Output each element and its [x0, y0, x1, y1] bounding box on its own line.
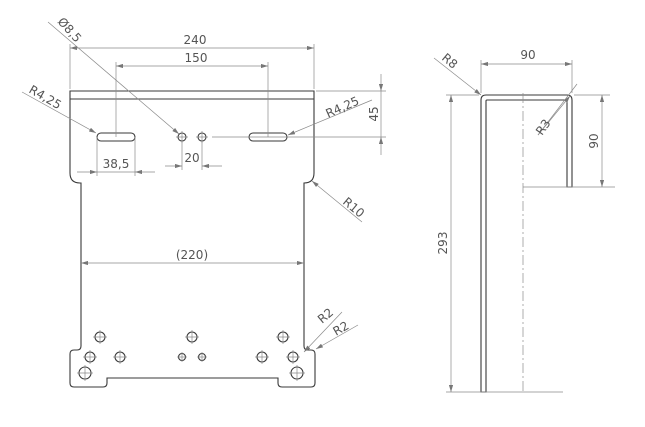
dim-slot-radius-right: R4,25 [324, 94, 362, 121]
dim-flange-height: 45 [367, 106, 381, 121]
side-view: 90 90 293 R8 R3 [433, 48, 615, 394]
dim-notch-radius-2: R2 [331, 318, 352, 338]
dim-leg-height: 90 [587, 133, 601, 148]
bracket-outline [69, 90, 316, 388]
dim-notch-radius-1: R2 [315, 305, 336, 326]
holes [77, 131, 305, 381]
dim-slot-length: 38,5 [103, 157, 130, 171]
side-profile [480, 94, 573, 393]
front-view: 240 150 38,5 20 45 Ø8,5 R [21, 15, 386, 388]
dim-slot-radius-left: R4,25 [27, 82, 64, 112]
dim-hole-spacing: 20 [184, 151, 199, 165]
dim-body-width: (220) [176, 248, 208, 262]
dimensions-side: 90 90 293 R8 R3 [433, 48, 610, 393]
dim-corner-radius: R10 [340, 195, 367, 221]
dim-flange-depth: 90 [520, 48, 535, 62]
dimensions-front: 240 150 38,5 20 45 Ø8,5 R [21, 15, 386, 353]
dim-overall-width: 240 [184, 33, 207, 47]
dim-bend-radius-outer: R8 [439, 51, 460, 72]
dim-slot-spacing: 150 [185, 51, 208, 65]
dim-overall-height: 293 [436, 232, 450, 255]
